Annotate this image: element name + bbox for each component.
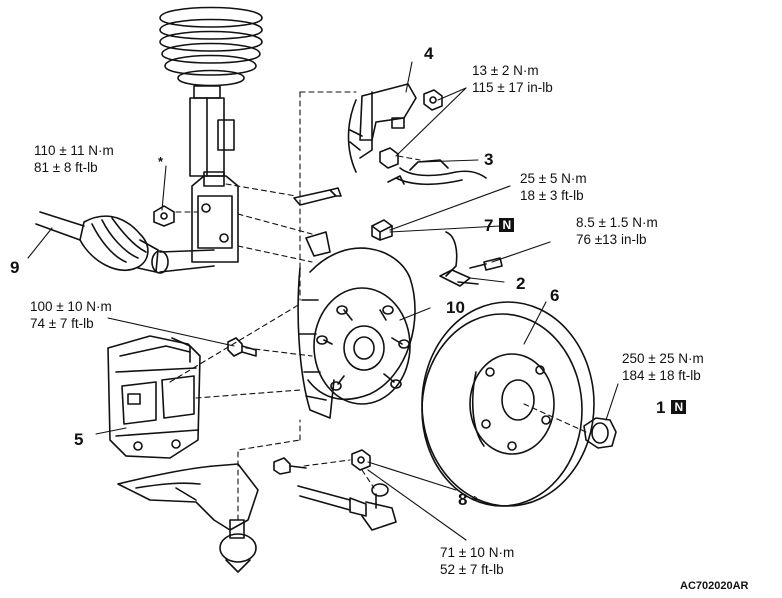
torque-imperial: 18 ± 3 ft-lb: [520, 188, 584, 203]
hub-flange: [313, 287, 411, 405]
torque-spec-ball-joint: 71 ± 10 N·m 52 ± 7 ft-lb: [440, 544, 514, 578]
strut-bolt: [293, 187, 342, 206]
bracket: [347, 83, 417, 173]
brake-disc: [421, 301, 595, 507]
part-label-4: 4: [424, 44, 434, 63]
torque-spec-sensor: 8.5 ± 1.5 N·m 76 ±13 in-lb: [576, 214, 658, 248]
coil-spring: [159, 6, 263, 87]
part-label-6: 6: [550, 286, 560, 305]
torque-imperial: 76 ±13 in-lb: [576, 232, 647, 247]
strut-nut: [153, 205, 175, 227]
steering-knuckle: [297, 231, 335, 419]
part-label-8: 8 *: [458, 490, 478, 509]
tie-rod-end: [297, 483, 397, 531]
torque-spec-bracket: 13 ± 2 N·m 115 ± 17 in-lb: [472, 62, 553, 96]
torque-imperial: 52 ± 7 ft-lb: [440, 562, 504, 577]
torque-spec-hub-nut: 250 ± 25 N·m 184 ± 18 ft-lb: [622, 350, 704, 384]
dust-shield: [307, 247, 416, 401]
torque-imperial: 74 ± 7 ft-lb: [30, 316, 94, 331]
drive-shaft: [35, 211, 215, 274]
part-label-3: 3: [484, 150, 494, 169]
torque-imperial: 115 ± 17 in-lb: [472, 80, 553, 95]
bracket-nut: [423, 89, 443, 111]
part-label-2: 2: [516, 274, 526, 293]
torque-imperial: 184 ± 18 ft-lb: [622, 368, 701, 383]
torque-spec-bolt-7: 25 ± 5 N·m 18 ± 3 ft-lb: [520, 170, 587, 204]
part-label-10: 10: [446, 298, 465, 317]
note-mark: *: [472, 493, 478, 508]
torque-metric: 100 ± 10 N·m: [30, 299, 112, 314]
part-label-9: 9: [10, 258, 20, 277]
leader-lines: [27, 61, 619, 541]
sensor-bolt: [469, 257, 503, 271]
torque-metric: 8.5 ± 1.5 N·m: [576, 215, 658, 230]
torque-spec-caliper: 100 ± 10 N·m 74 ± 7 ft-lb: [30, 298, 112, 332]
hub-nut: [583, 417, 617, 449]
torque-metric: 250 ± 25 N·m: [622, 351, 704, 366]
torque-metric: 13 ± 2 N·m: [472, 63, 539, 78]
new-part-badge: N: [671, 400, 687, 414]
sensor-harness: [387, 159, 487, 186]
nut-8: [351, 449, 371, 471]
torque-metric: 25 ± 5 N·m: [520, 171, 587, 186]
strut-assembly: [189, 85, 239, 263]
torque-spec-strut: 110 ± 11 N·m 81 ± 8 ft-lb: [34, 142, 114, 176]
torque-metric: 110 ± 11 N·m: [34, 143, 114, 158]
bolt-7: [371, 219, 393, 241]
caliper-bolt: [227, 337, 257, 357]
torque-metric: 71 ± 10 N·m: [440, 545, 515, 560]
new-part-badge: N: [499, 218, 515, 232]
lower-arm: [117, 463, 259, 531]
small-nut: [379, 147, 399, 169]
torque-imperial: 81 ± 8 ft-lb: [34, 160, 98, 175]
figure-code: AC702020AR: [680, 580, 749, 592]
brake-caliper: [107, 335, 201, 459]
strut-note-mark: *: [158, 154, 164, 169]
tie-rod-bolt: [273, 457, 307, 475]
ball-joint: [219, 519, 257, 573]
part-label-5: 5: [74, 430, 84, 449]
